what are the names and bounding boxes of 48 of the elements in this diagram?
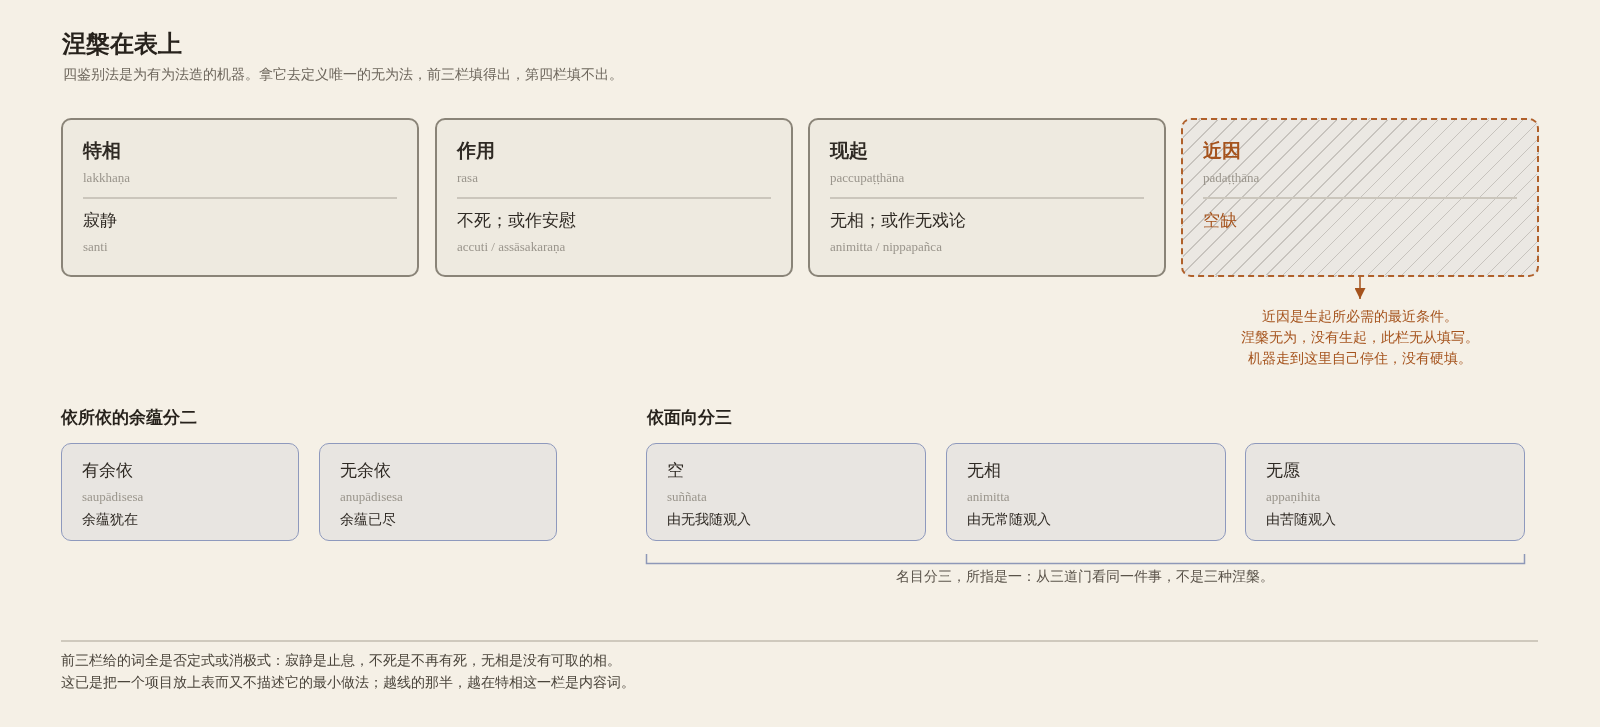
- card-description: 余蕴已尽: [340, 511, 397, 529]
- pali-term: saupādisesa: [82, 488, 145, 506]
- section-heading: 依面向分三: [647, 407, 732, 429]
- category-card: [1245, 443, 1525, 541]
- category-card: [61, 443, 299, 541]
- pali-term: animitta / nippapañca: [830, 238, 943, 256]
- pali-term: suññata: [667, 488, 708, 506]
- card-heading: 空: [667, 460, 685, 482]
- pali-term: lakkhaṇa: [83, 169, 131, 187]
- card-heading: 有余依: [82, 460, 134, 482]
- pali-term: animitta: [967, 488, 1011, 506]
- subtitle: 四鉴别法是为有为法造的机器。拿它去定义唯一的无为法，前三栏填得出，第四栏填不出。: [63, 66, 623, 84]
- card-description: 由无我随观入: [667, 511, 752, 529]
- pali-term: padaṭṭhāna: [1203, 169, 1261, 187]
- card-heading: 作用: [457, 140, 496, 163]
- card-value: 寂静: [83, 210, 118, 232]
- footnote-text: 前三栏给的词全是否定式或消极式：寂静是止息，不死是不再有死，无相是没有可取的相。: [61, 652, 621, 670]
- card-heading: 特相: [83, 140, 122, 163]
- attribute-card: [435, 118, 793, 277]
- pali-term: paccupaṭṭhāna: [830, 169, 906, 187]
- card-description: 由苦随观入: [1266, 511, 1337, 529]
- pali-term: rasa: [457, 169, 479, 187]
- card-heading: 无相: [967, 460, 1002, 482]
- footnote-text: 这已是把一个项目放上表而又不描述它的最小做法；越线的那半，越在特相这一栏是内容词。: [61, 674, 635, 692]
- page-title: 涅槃在表上: [62, 30, 182, 59]
- card-value: 无相；或作无戏论: [830, 210, 967, 232]
- section-heading: 依所依的余蕴分二: [61, 407, 197, 429]
- card-description: 余蕴犹在: [82, 511, 139, 529]
- bracket-caption: 名目分三，所指是一：从三道门看同一件事，不是三种涅槃。: [896, 568, 1274, 586]
- pali-term: santi: [83, 238, 109, 256]
- category-card: [646, 443, 926, 541]
- card-heading: 无余依: [340, 460, 392, 482]
- card-heading: 近因: [1203, 140, 1242, 163]
- attribute-card: [808, 118, 1166, 277]
- pali-term: appaṇihita: [1266, 488, 1322, 506]
- card-value: 空缺: [1203, 210, 1238, 232]
- arrow: [1354, 276, 1366, 300]
- attribute-card: [61, 118, 419, 277]
- category-card: [319, 443, 557, 541]
- card-description: 由无常随观入: [967, 511, 1052, 529]
- category-card: [946, 443, 1226, 541]
- card-heading: 无愿: [1266, 460, 1301, 482]
- pali-term: anupādisesa: [340, 488, 404, 506]
- card-value: 不死；或作安慰: [457, 210, 577, 232]
- hatched-card: [1181, 118, 1539, 277]
- card-heading: 现起: [830, 140, 869, 163]
- pali-term: accuti / assāsakaraṇa: [457, 238, 567, 256]
- note-text: 近因是生起所必需的最近条件。 涅槃无为，没有生起，此栏无从填写。 机器走到这里自己停住，没有硬填。: [1241, 299, 1479, 369]
